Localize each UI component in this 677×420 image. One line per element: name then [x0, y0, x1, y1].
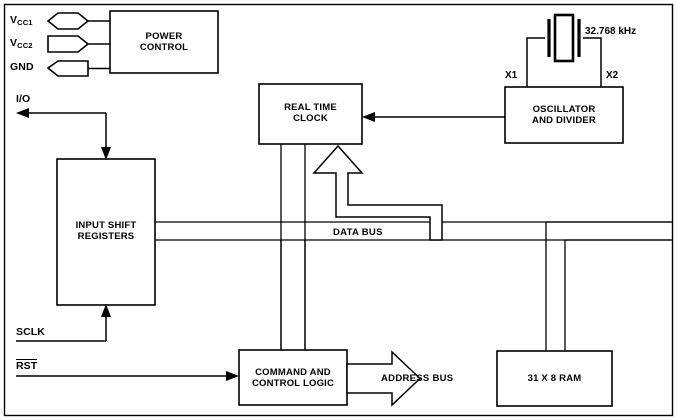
input-shift-registers-label: INPUT SHIFT REGISTERS [57, 220, 155, 242]
ram-label: 31 X 8 RAM [497, 373, 612, 384]
ram-bus-line-inner [564, 239, 672, 351]
gnd-pin-symbol [46, 60, 89, 77]
power-control-label-line1: POWER [145, 31, 183, 42]
node-label-x1: X1 [505, 70, 518, 81]
data-bus-label: DATA BUS [333, 227, 383, 238]
pin-label-gnd: GND [10, 61, 34, 73]
oscillator-label-line1: OSCILLATOR [532, 104, 596, 115]
sclk-up-arrowhead [101, 304, 111, 317]
ram-block [496, 350, 613, 407]
address-bus-label: ADDRESS BUS [381, 373, 454, 384]
oscillator-to-rtc-arrowhead [362, 112, 375, 122]
power-control-block [109, 10, 219, 74]
pin-label-io: I/O [16, 93, 31, 105]
address-bus-arrow [346, 350, 422, 407]
ram-bus-line-outer [545, 221, 672, 351]
real-time-clock-label-line1: REAL TIME [284, 102, 337, 113]
data-bus-up-arrow-to-rtc [312, 144, 443, 241]
vcc1-pin-symbol [46, 12, 90, 30]
input-shift-registers-block [56, 158, 156, 306]
power-control-label-line2: CONTROL [139, 42, 189, 54]
oscillator-label: OSCILLATOR AND DIVIDER [505, 104, 623, 126]
crystal-body [553, 13, 575, 63]
command-logic-label-line2: CONTROL LOGIC [251, 378, 335, 390]
real-time-clock-label-line2: CLOCK [293, 113, 328, 125]
command-control-logic-block [238, 349, 348, 406]
crystal-left-lead [526, 37, 545, 87]
command-control-logic-label: COMMAND AND CONTROL LOGIC [239, 367, 347, 389]
input-shift-label-line2: REGISTERS [77, 231, 135, 243]
node-label-x2: X2 [606, 70, 619, 81]
input-shift-label-line1: INPUT SHIFT [75, 220, 137, 231]
ram-label-line1: 31 X 8 RAM [527, 373, 582, 384]
real-time-clock-label: REAL TIME CLOCK [259, 102, 362, 124]
io-left-arrowhead [16, 108, 29, 118]
command-logic-label-line1: COMMAND AND [255, 367, 331, 378]
pin-label-vcc2: VCC2 [10, 37, 33, 50]
pin-label-sclk: SCLK [16, 326, 45, 338]
crystal-right-lead [583, 37, 602, 87]
oscillator-block [504, 86, 624, 144]
real-time-clock-block [258, 83, 363, 145]
oscillator-label-line2: AND DIVIDER [532, 115, 596, 127]
rst-arrowhead [226, 371, 239, 381]
pin-label-vcc1: VCC1 [10, 14, 33, 27]
diagram-frame [3, 3, 674, 417]
crystal-frequency-label: 32.768 kHz [585, 26, 637, 37]
io-down-arrowhead [101, 147, 111, 160]
pin-label-rst: RST [16, 359, 38, 372]
vcc2-pin-symbol [47, 35, 90, 53]
power-control-label: POWER CONTROL [110, 31, 218, 53]
